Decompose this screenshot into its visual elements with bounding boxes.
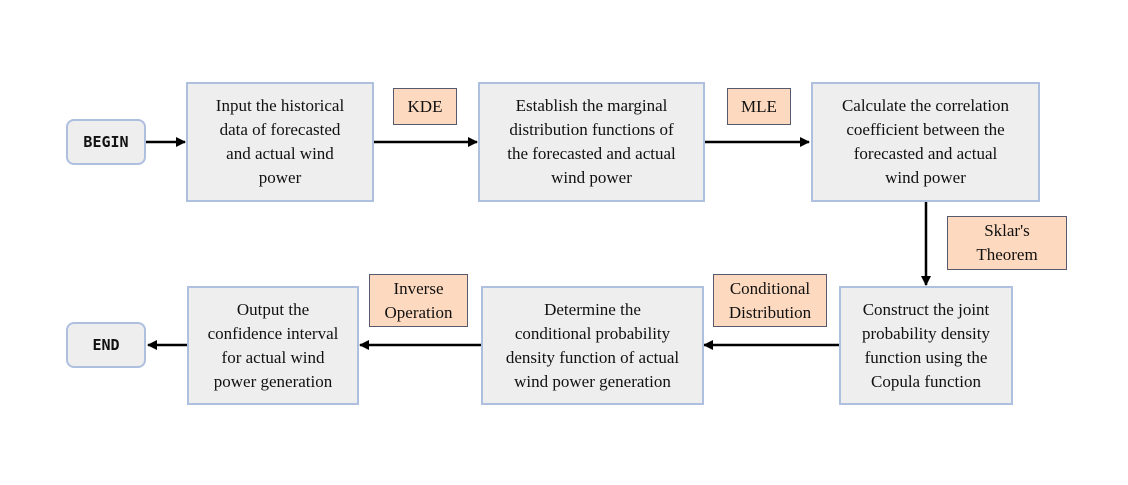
method-conditional-label: Conditional Distribution bbox=[728, 278, 812, 322]
method-kde-label: KDE bbox=[407, 96, 443, 116]
end-terminal: END bbox=[66, 322, 146, 368]
step-correlation-label: Calculate the correlation coefficient be… bbox=[841, 96, 1010, 187]
step-input-label: Input the historical data of forecasted … bbox=[215, 96, 345, 187]
method-sklar-theorem: Sklar's Theorem bbox=[947, 216, 1067, 270]
step-output-label: Output the confidence interval for actua… bbox=[207, 299, 339, 391]
step-calculate-correlation: Calculate the correlation coefficient be… bbox=[811, 82, 1040, 202]
step-establish-marginal: Establish the marginal distribution func… bbox=[478, 82, 705, 202]
method-mle-label: MLE bbox=[741, 96, 777, 116]
begin-label: BEGIN bbox=[83, 133, 129, 151]
begin-terminal: BEGIN bbox=[66, 119, 146, 165]
method-mle: MLE bbox=[727, 88, 791, 125]
method-sklar-label: Sklar's Theorem bbox=[976, 221, 1038, 264]
step-determine-conditional: Determine the conditional probability de… bbox=[481, 286, 704, 405]
method-conditional-distribution: Conditional Distribution bbox=[713, 274, 827, 327]
step-input-historical-data: Input the historical data of forecasted … bbox=[186, 82, 374, 202]
step-joint-label: Construct the joint probability density … bbox=[862, 299, 990, 391]
end-label: END bbox=[92, 336, 120, 354]
step-output-confidence: Output the confidence interval for actua… bbox=[187, 286, 359, 405]
method-inverse-label: Inverse Operation bbox=[384, 278, 453, 322]
step-marginal-label: Establish the marginal distribution func… bbox=[507, 96, 676, 187]
method-kde: KDE bbox=[393, 88, 457, 125]
step-construct-joint: Construct the joint probability density … bbox=[839, 286, 1013, 405]
step-conditional-label: Determine the conditional probability de… bbox=[505, 299, 680, 391]
method-inverse-operation: Inverse Operation bbox=[369, 274, 468, 327]
